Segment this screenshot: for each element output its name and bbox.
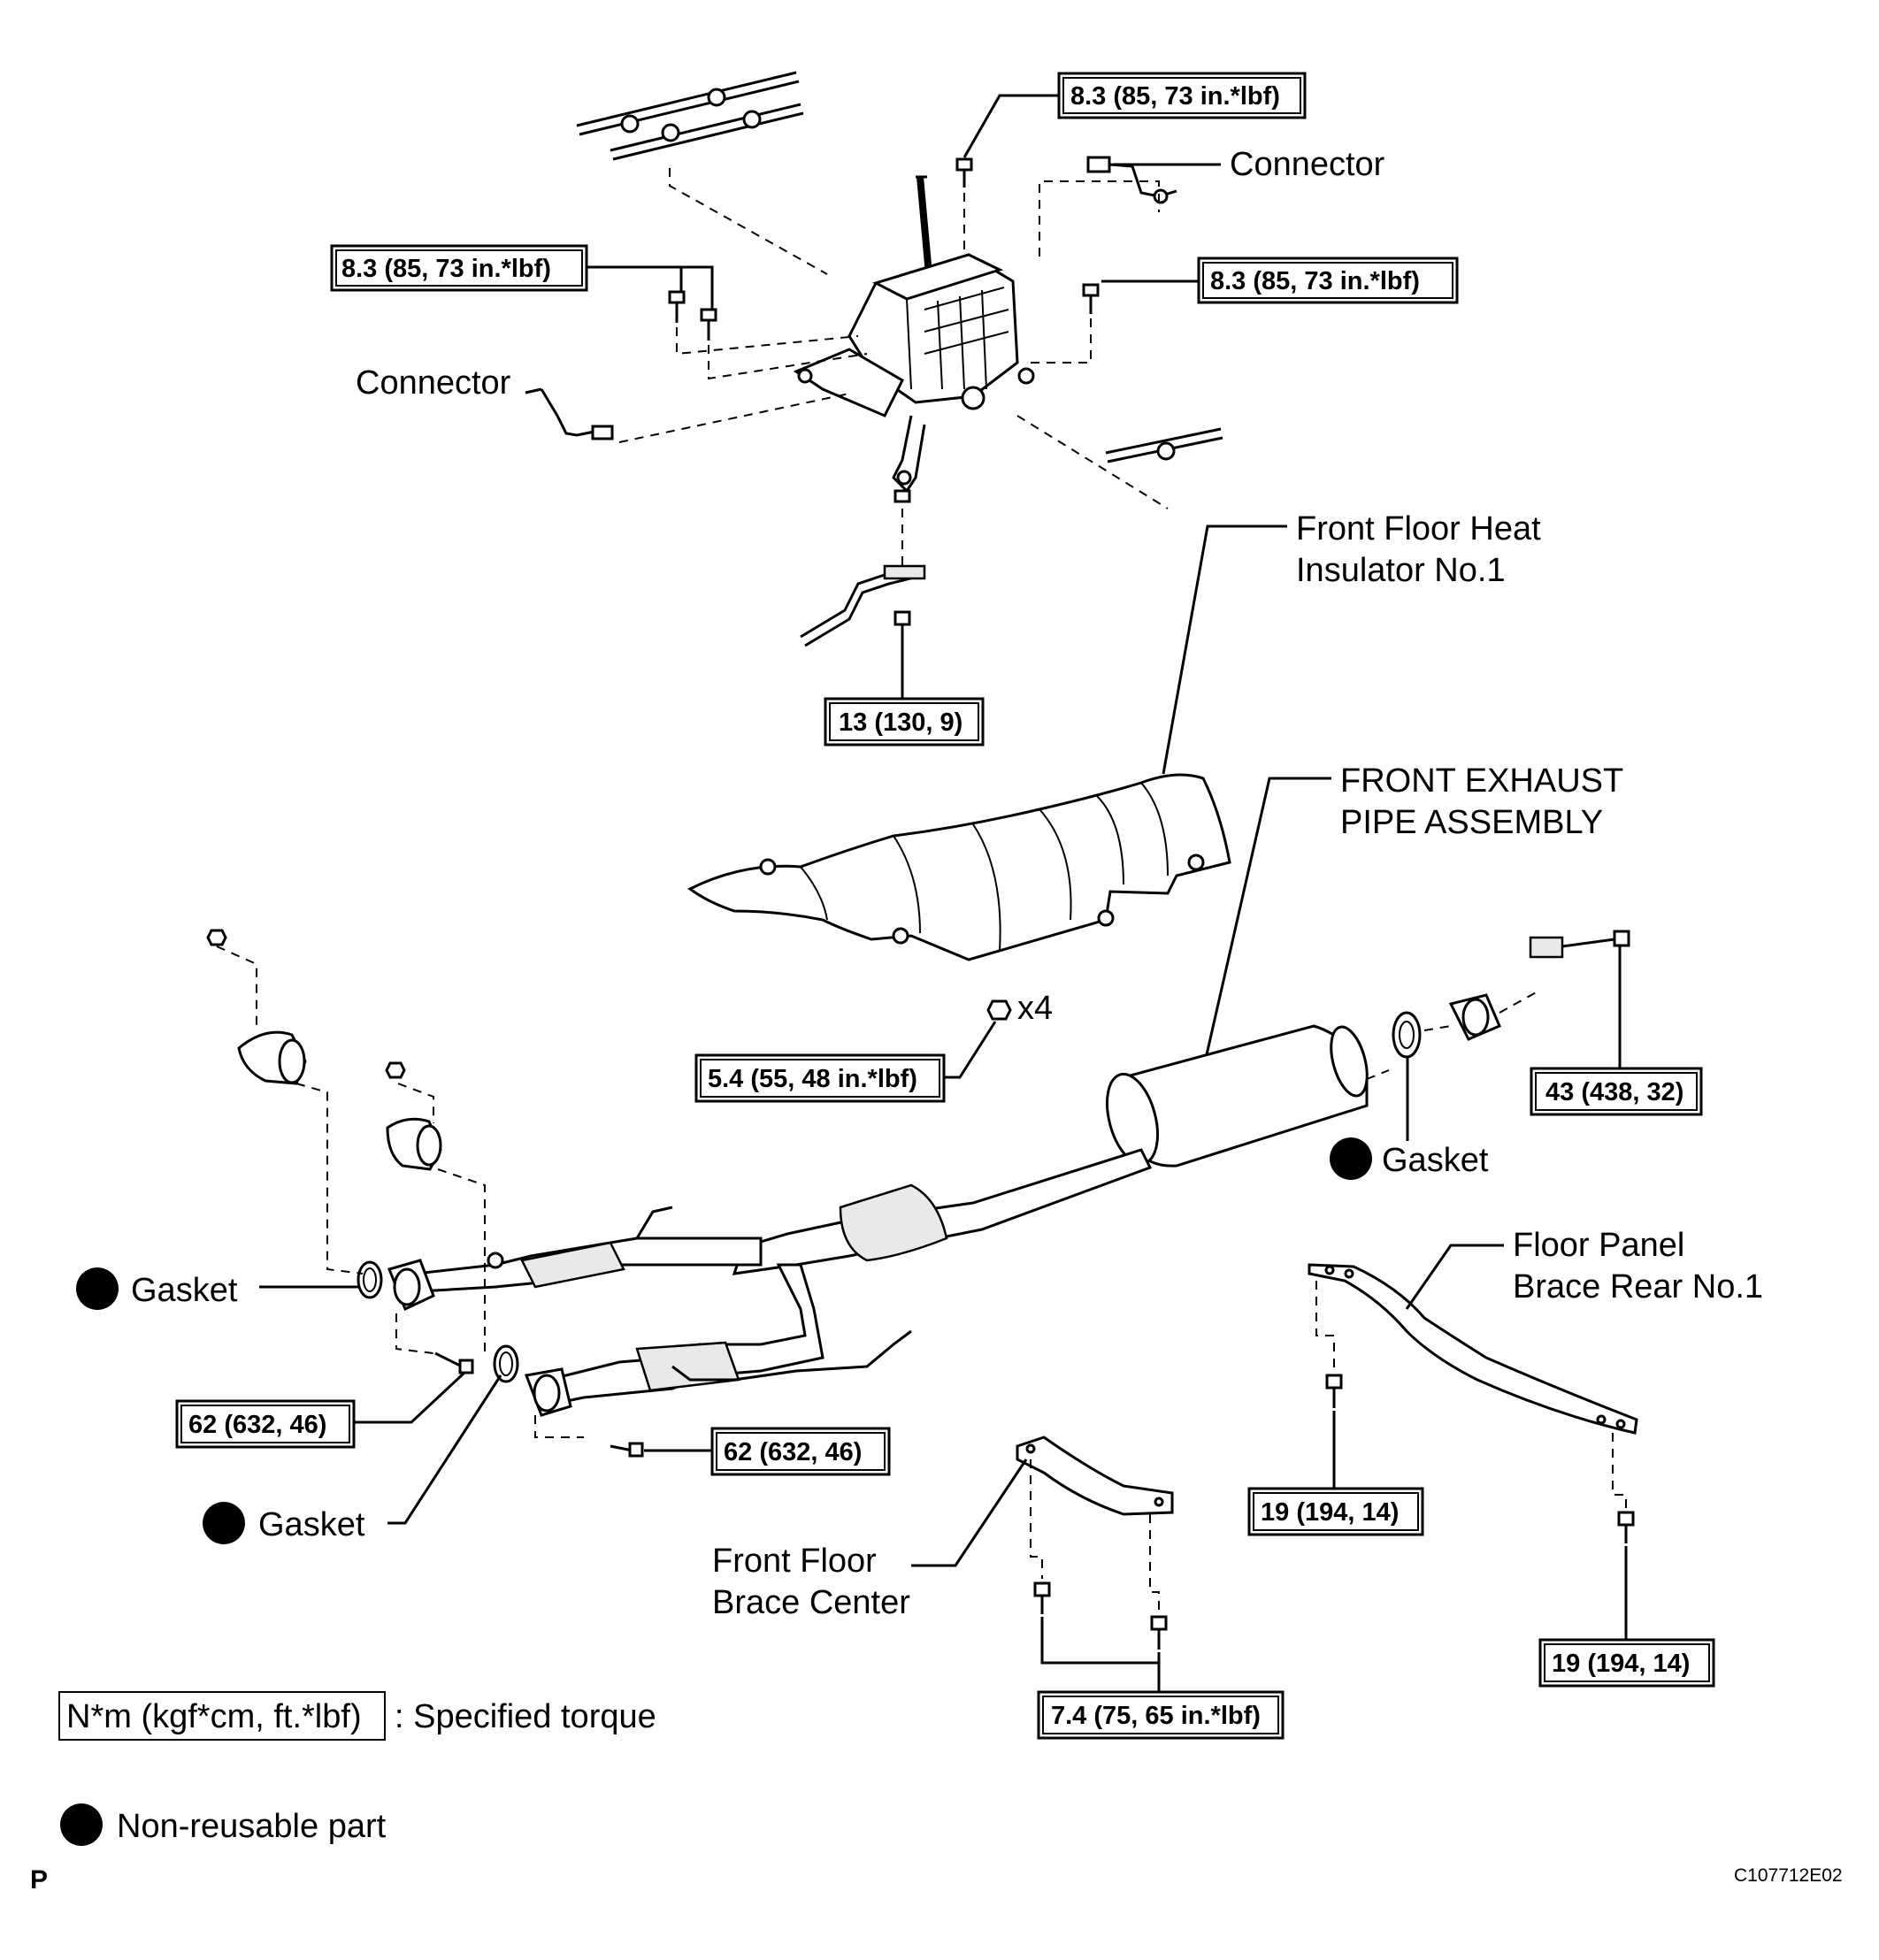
spring-bolt-icon	[1529, 930, 1630, 959]
svg-text:Gasket: Gasket	[131, 1272, 238, 1309]
torque-value: 19 (194, 14)	[1552, 1650, 1690, 1678]
heat-insulator-label-2: Insulator No.1	[1296, 552, 1506, 589]
torque-box-43: 43 (438, 32)	[1530, 946, 1703, 1116]
torque-box-19b: 19 (194, 14)	[1538, 1546, 1715, 1688]
torque-value: 43 (438, 32)	[1545, 1078, 1683, 1106]
non-reusable-marker-icon	[1330, 1137, 1372, 1180]
connector-label-left: Connector	[356, 364, 511, 402]
torque-value: 5.4 (55, 48 in.*lbf)	[708, 1065, 917, 1093]
torque-box-74: 7.4 (75, 65 in.*lbf)	[1037, 1617, 1285, 1740]
gasket-ring-right	[1392, 1011, 1422, 1059]
floor-brackets-top	[576, 71, 804, 161]
legend-torque: N*m (kgf*cm, ft.*lbf) : Specified torque	[58, 1691, 656, 1741]
nut-icon	[206, 929, 406, 1079]
exhaust-manifold-left	[237, 1030, 442, 1171]
floor-panel-brace-label-1: Floor Panel	[1513, 1227, 1684, 1264]
torque-value: 8.3 (85, 73 in.*lbf)	[1070, 82, 1280, 111]
torque-value: 62 (632, 46)	[188, 1411, 326, 1439]
svg-text:Gasket: Gasket	[258, 1506, 365, 1543]
floor-panel-brace-label-2: Brace Rear No.1	[1513, 1268, 1763, 1305]
front-floor-brace-center	[1016, 1436, 1174, 1516]
torque-box-top-right2: 8.3 (85, 73 in.*lbf)	[1101, 256, 1459, 304]
torque-value: 62 (632, 46)	[724, 1438, 862, 1466]
shift-lever-assembly	[793, 175, 1035, 494]
gasket-label-right: Gasket	[1330, 1057, 1489, 1180]
torque-box-54: 5.4 (55, 48 in.*lbf)	[694, 1021, 997, 1103]
connector-left-icon	[540, 388, 614, 440]
gasket-ring-left	[357, 1260, 383, 1299]
page-mark: P	[30, 1865, 48, 1895]
front-floor-brace-label-1: Front Floor	[712, 1543, 877, 1580]
gasket-label-left: Gasket	[76, 1267, 358, 1310]
bolt-icon	[1325, 1374, 1635, 1543]
front-exhaust-label-1: FRONT EXHAUST	[1340, 762, 1623, 800]
bolt-icon	[668, 157, 1100, 626]
non-reusable-marker-icon	[60, 1803, 103, 1846]
exhaust-pipe-rear-flange	[1448, 993, 1501, 1041]
heat-insulator-label-1: Front Floor Heat	[1296, 510, 1541, 547]
torque-box-13: 13 (130, 9)	[824, 624, 985, 746]
legend-torque-units: N*m (kgf*cm, ft.*lbf)	[66, 1698, 362, 1735]
figure-code: C107712E02	[1734, 1865, 1843, 1886]
svg-text:Gasket: Gasket	[1382, 1142, 1489, 1179]
floor-panel-brace-rear	[1308, 1263, 1638, 1435]
front-exhaust-pipe-assembly	[387, 1024, 1369, 1417]
gasket-ring-lower	[493, 1344, 519, 1383]
torque-value: 7.4 (75, 65 in.*lbf)	[1051, 1702, 1261, 1730]
gasket-label-lower: Gasket	[203, 1374, 502, 1544]
bolt-icon	[1033, 1581, 1168, 1650]
nut-icon	[986, 999, 1012, 1021]
x4-label: x4	[1017, 990, 1053, 1027]
shift-cable	[800, 564, 926, 647]
torque-box-top-left: 8.3 (85, 73 in.*lbf)	[330, 244, 714, 310]
legend-nonreusable: Non-reusable part	[60, 1803, 387, 1846]
torque-box-62b: 62 (632, 46)	[644, 1427, 891, 1476]
bolt-icon	[434, 1351, 644, 1458]
front-exhaust-label-2: PIPE ASSEMBLY	[1340, 804, 1603, 841]
non-reusable-marker-icon	[203, 1502, 245, 1544]
front-floor-brace-label-2: Brace Center	[712, 1584, 910, 1621]
floor-bracket-right	[1105, 427, 1223, 463]
dashed-guides-top	[618, 168, 1169, 566]
dashed-guides-center-brace	[1030, 1459, 1160, 1614]
torque-value: 19 (194, 14)	[1261, 1498, 1399, 1527]
front-floor-heat-insulator	[687, 773, 1231, 961]
torque-box-top-right1: 8.3 (85, 73 in.*lbf)	[963, 72, 1307, 158]
torque-value: 8.3 (85, 73 in.*lbf)	[341, 255, 551, 283]
legend-nonreusable-text: Non-reusable part	[117, 1808, 387, 1845]
torque-value: 8.3 (85, 73 in.*lbf)	[1210, 267, 1420, 295]
torque-box-62a: 62 (632, 46)	[175, 1371, 466, 1449]
dashed-guides-exhaust	[216, 946, 1540, 1438]
dashed-guides-brace	[1315, 1281, 1627, 1508]
non-reusable-marker-icon	[76, 1267, 119, 1310]
torque-value: 13 (130, 9)	[839, 708, 963, 737]
torque-box-19a: 19 (194, 14)	[1247, 1411, 1424, 1536]
legend-torque-desc: : Specified torque	[395, 1698, 656, 1735]
connector-label-top: Connector	[1230, 146, 1385, 183]
